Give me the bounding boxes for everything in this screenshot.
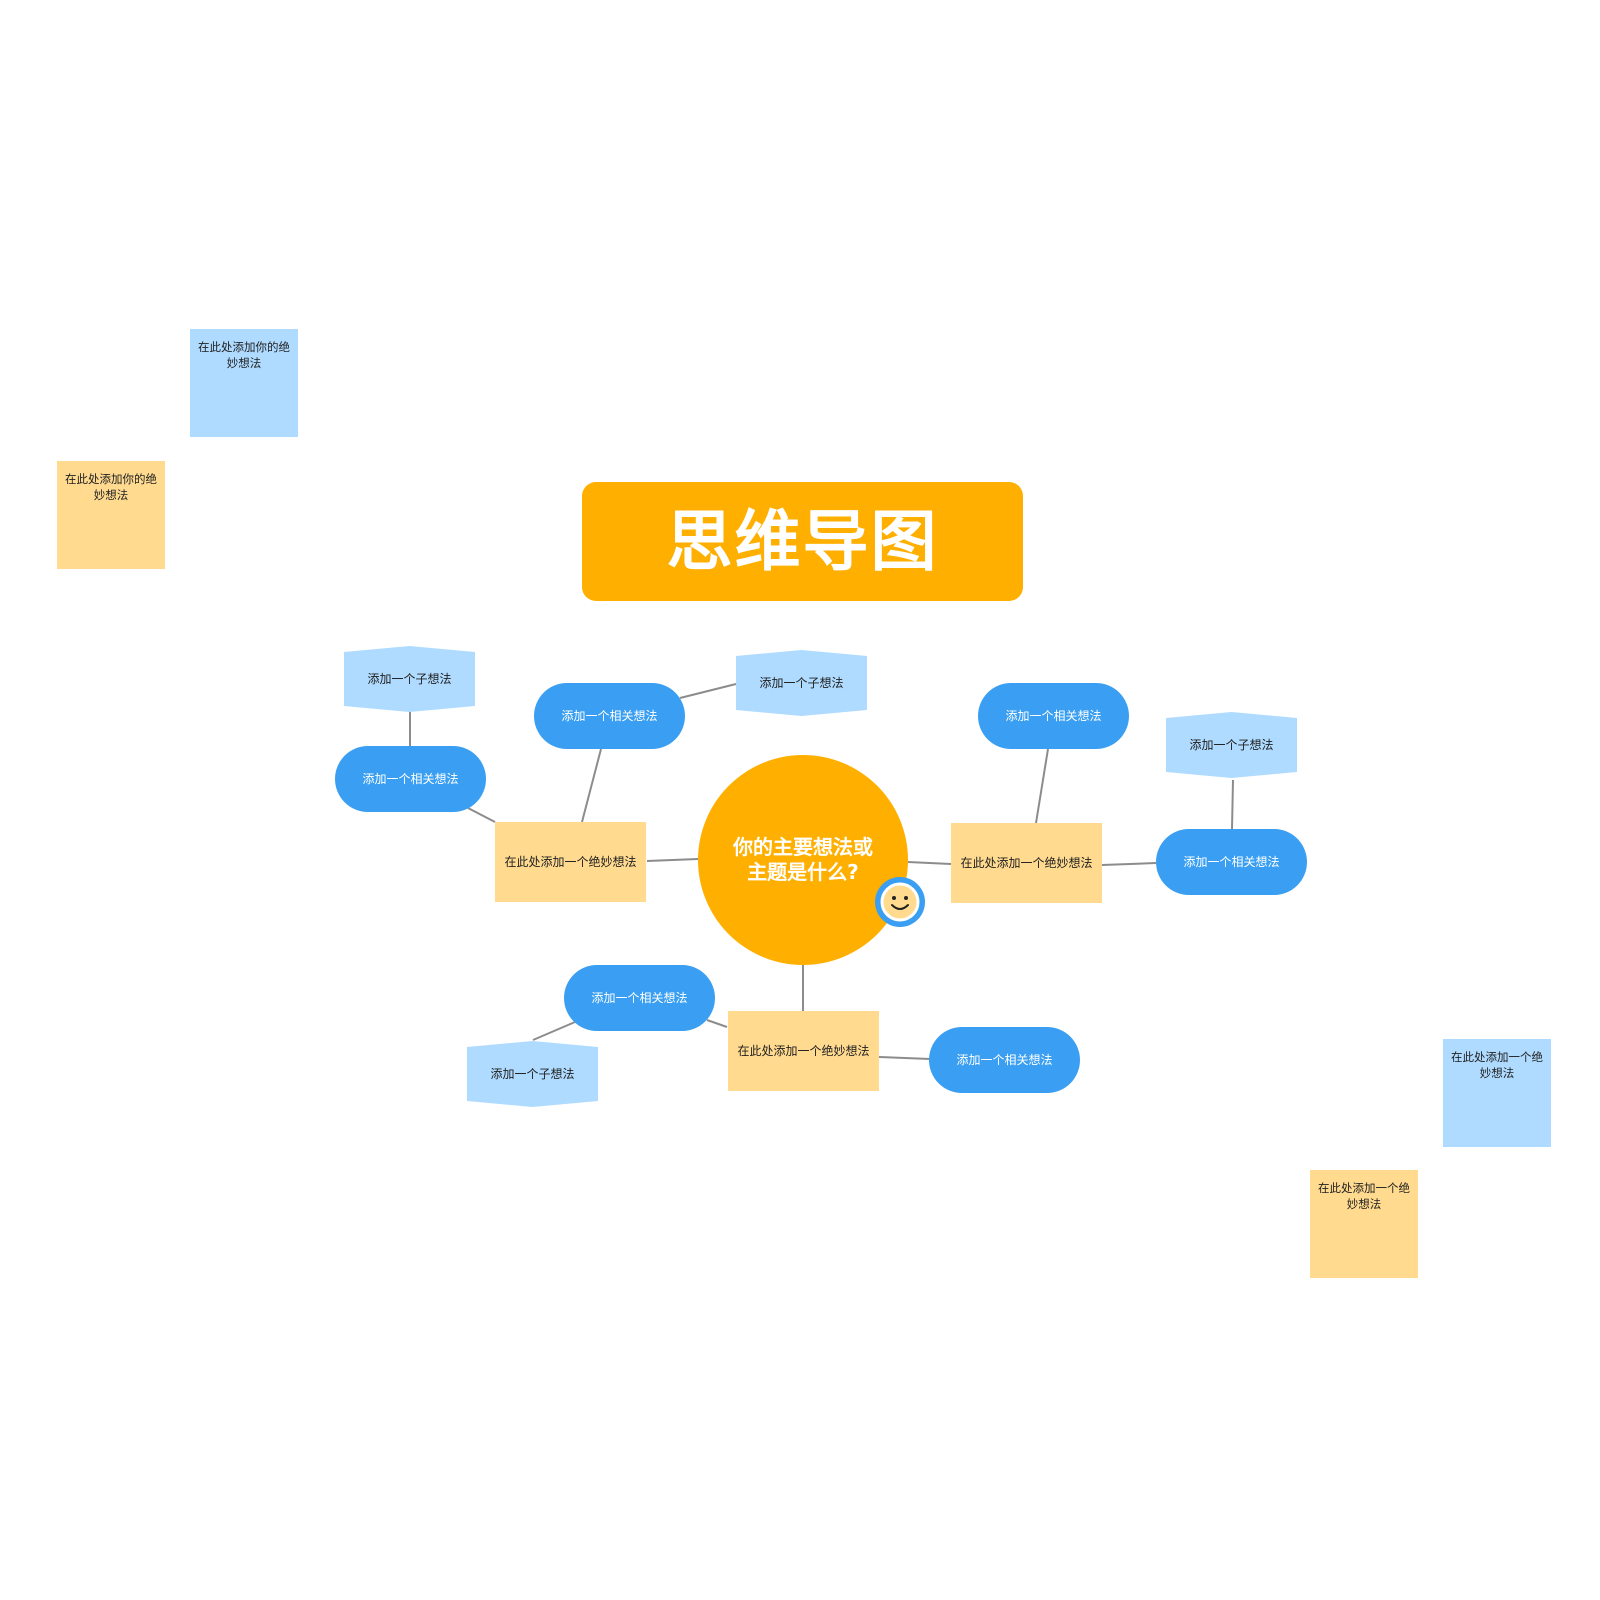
sub-idea-right[interactable]: 添加一个子想法 [1166, 712, 1297, 778]
sticky-note[interactable]: 在此处添加一个绝妙想法 [1310, 1170, 1418, 1278]
related-idea-left-left[interactable]: 添加一个相关想法 [335, 746, 486, 812]
sub-idea-left-top-right[interactable]: 添加一个子想法 [736, 650, 867, 716]
related-idea-right-top[interactable]: 添加一个相关想法 [978, 683, 1129, 749]
main-idea-text: 在此处添加一个绝妙想法 [504, 855, 637, 869]
sub-idea-left-top-left[interactable]: 添加一个子想法 [344, 646, 475, 712]
sticky-note[interactable]: 在此处添加你的绝妙想法 [190, 329, 298, 437]
sub-idea-text: 添加一个子想法 [490, 1067, 575, 1081]
sticky-note-text: 在此处添加一个绝妙想法 [1318, 1181, 1410, 1211]
sub-idea-text: 添加一个子想法 [759, 676, 844, 690]
connector-line [467, 807, 496, 823]
connector-line [907, 861, 952, 865]
connector-line [706, 1019, 728, 1028]
central-topic-line: 你的主要想法或 [733, 835, 873, 859]
main-idea-right[interactable]: 在此处添加一个绝妙想法 [951, 823, 1102, 903]
connector-line [878, 1056, 931, 1060]
sub-idea-bottom[interactable]: 添加一个子想法 [467, 1041, 598, 1107]
related-idea-text: 添加一个相关想法 [1183, 855, 1280, 869]
connector-line [646, 858, 699, 862]
related-idea-right-right[interactable]: 添加一个相关想法 [1156, 829, 1307, 895]
connector-line [581, 748, 602, 823]
connector-line [1035, 748, 1049, 824]
sub-idea-text: 添加一个子想法 [1189, 738, 1274, 752]
mind-map-title-text: 思维导图 [666, 502, 939, 580]
related-idea-left-top[interactable]: 添加一个相关想法 [534, 683, 685, 749]
connector-line [532, 1021, 576, 1041]
related-idea-text: 添加一个相关想法 [956, 1053, 1053, 1067]
sub-idea-text: 添加一个子想法 [367, 672, 452, 686]
central-topic-line: 主题是什么? [747, 860, 859, 884]
main-idea-left[interactable]: 在此处添加一个绝妙想法 [495, 822, 646, 902]
related-idea-text: 添加一个相关想法 [362, 772, 459, 786]
related-idea-bottom-right[interactable]: 添加一个相关想法 [929, 1027, 1080, 1093]
connector-line [1231, 779, 1234, 830]
main-idea-text: 在此处添加一个绝妙想法 [737, 1044, 870, 1058]
sticky-note-text: 在此处添加你的绝妙想法 [65, 472, 157, 502]
sticky-note[interactable]: 在此处添加你的绝妙想法 [57, 461, 165, 569]
central-topic[interactable]: 你的主要想法或 主题是什么? [698, 755, 908, 965]
sticky-note-text: 在此处添加你的绝妙想法 [198, 340, 290, 370]
related-idea-text: 添加一个相关想法 [561, 709, 658, 723]
sticky-note-text: 在此处添加一个绝妙想法 [1451, 1050, 1543, 1080]
connector-line [679, 683, 737, 699]
smiley-face-icon [875, 877, 925, 927]
main-idea-text: 在此处添加一个绝妙想法 [960, 856, 1093, 870]
connector-line [1101, 862, 1157, 866]
related-idea-text: 添加一个相关想法 [591, 991, 688, 1005]
related-idea-bottom-left[interactable]: 添加一个相关想法 [564, 965, 715, 1031]
mind-map-title[interactable]: 思维导图 [582, 482, 1023, 601]
main-idea-bottom[interactable]: 在此处添加一个绝妙想法 [728, 1011, 879, 1091]
sticky-note[interactable]: 在此处添加一个绝妙想法 [1443, 1039, 1551, 1147]
related-idea-text: 添加一个相关想法 [1005, 709, 1102, 723]
